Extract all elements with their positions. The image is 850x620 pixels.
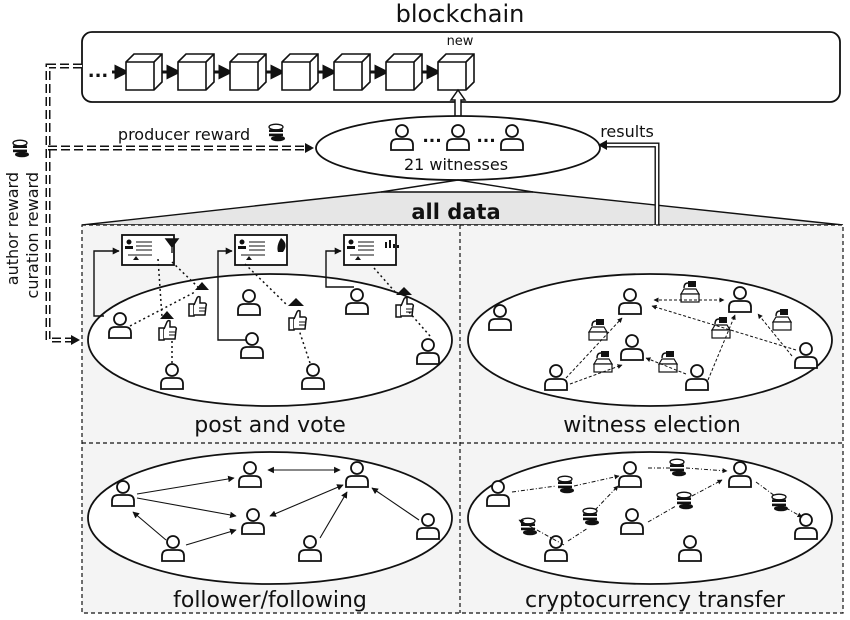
chain-ellipsis: ... <box>88 61 109 82</box>
panel-witness-election: witness election <box>467 273 833 438</box>
coin-stack-icon-producer <box>268 123 286 142</box>
block-icon-new <box>437 53 475 91</box>
results-label: results <box>600 122 654 141</box>
panel-follower-following: follower/following <box>87 451 453 613</box>
block-icon-4 <box>281 53 319 91</box>
author-reward-label: author reward <box>3 172 22 285</box>
post-and-vote-label: post and vote <box>194 413 346 438</box>
all-data-label: all data <box>411 200 500 224</box>
block-icon-3 <box>229 53 267 91</box>
new-block-label: new <box>447 34 474 49</box>
witness-count-label: 21 witnesses <box>404 155 508 174</box>
cryptocurrency-transfer-label: cryptocurrency transfer <box>525 588 786 613</box>
witness-ellipsis-2: ... <box>476 127 495 147</box>
post-card-icon-3 <box>343 234 397 266</box>
block-icon-6 <box>385 53 423 91</box>
block-icon-2 <box>177 53 215 91</box>
producer-reward-label: producer reward <box>118 125 250 144</box>
append-block-arrow <box>449 88 467 118</box>
witness-ellipsis-1: ... <box>422 127 441 147</box>
follower-following-label: follower/following <box>173 588 367 613</box>
coin-stack-icon-author <box>12 139 30 158</box>
witness-election-label: witness election <box>563 413 741 438</box>
panel-post-and-vote: post and vote <box>87 234 453 438</box>
diagram-title: blockchain <box>396 0 525 28</box>
block-icon-5 <box>333 53 371 91</box>
panel-cryptocurrency-transfer: cryptocurrency transfer <box>467 451 833 613</box>
block-icon-1 <box>125 53 163 91</box>
curation-reward-label: curation reward <box>23 172 42 298</box>
